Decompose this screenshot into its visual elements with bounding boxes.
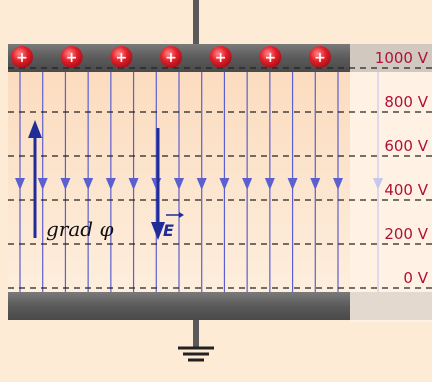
ground-icon: [178, 346, 214, 362]
bottom-plate-extension: [350, 292, 432, 320]
field-line-arrow: [219, 178, 230, 190]
positive-charge-icon: +: [209, 46, 232, 68]
bottom-plate: [8, 292, 350, 320]
field-line-arrow: [174, 178, 184, 190]
vector-arrow-icon: [166, 212, 184, 218]
potential-label: 400 V: [384, 181, 428, 199]
field-line-arrow: [310, 178, 321, 190]
field-line-arrow: [15, 178, 25, 190]
field-line-arrow: [264, 178, 275, 190]
svg-text:+: +: [66, 50, 78, 66]
positive-charge-icon: +: [160, 46, 182, 68]
potential-labels: 1000 V 800 V 600 V 400 V 200 V 0 V: [375, 49, 429, 287]
potential-label: 600 V: [384, 137, 428, 155]
top-plate-charges: + + + + + + +: [11, 46, 331, 68]
gradient-label: grad φ: [46, 217, 113, 241]
svg-text:+: +: [264, 50, 276, 66]
potential-label: 1000 V: [375, 49, 429, 67]
field-line-arrow: [196, 178, 207, 190]
potential-label: 800 V: [384, 93, 428, 111]
field-line-arrow: [83, 178, 94, 190]
field-lines: [15, 72, 383, 292]
field-line-arrow: [37, 178, 48, 190]
field-line-arrow: [60, 178, 71, 190]
positive-charge-icon: +: [259, 46, 282, 68]
field-label: E: [163, 221, 174, 240]
svg-text:+: +: [16, 50, 28, 66]
positive-charge-icon: +: [60, 46, 83, 68]
svg-text:+: +: [165, 50, 177, 66]
field-line-arrow: [287, 178, 298, 190]
potential-label: 200 V: [384, 225, 428, 243]
potential-label: 0 V: [403, 269, 428, 287]
field-line-arrow: [242, 178, 253, 190]
bottom-wire: [193, 318, 199, 348]
field-line-arrow: [373, 178, 383, 190]
equipotential-lines: [8, 67, 432, 289]
positive-charge-icon: +: [110, 46, 133, 68]
field-arrow: [151, 128, 165, 240]
top-wire: [193, 0, 199, 44]
field-line-arrow: [333, 178, 343, 190]
svg-text:+: +: [115, 50, 127, 66]
svg-text:+: +: [314, 50, 326, 66]
positive-charge-icon: +: [11, 46, 33, 68]
gradient-arrow: [28, 120, 42, 238]
field-line-arrow: [128, 178, 139, 190]
top-plate-extension: [350, 44, 432, 72]
positive-charge-icon: +: [309, 46, 331, 68]
right-panel: [350, 44, 432, 322]
field-line-arrow: [105, 178, 116, 190]
svg-text:+: +: [215, 50, 227, 66]
